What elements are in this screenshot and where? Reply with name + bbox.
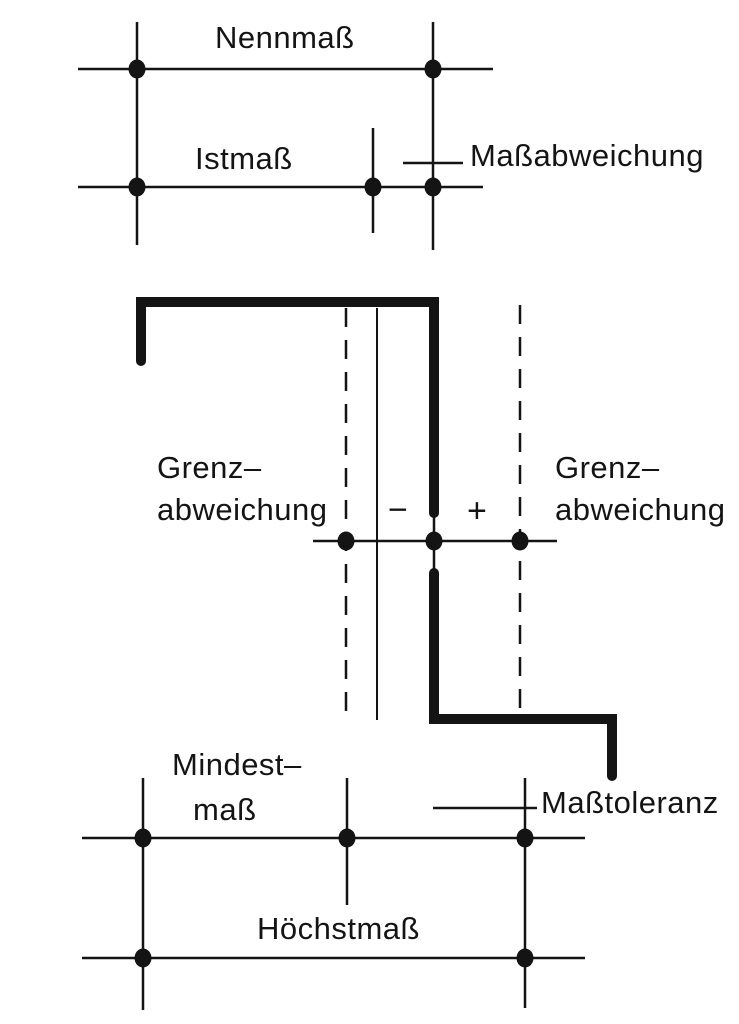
grenzabweichung-left-label-line2: abweichung (157, 492, 328, 527)
dot-mindestmass-right (516, 828, 534, 848)
dot-mindestmass-mid (338, 828, 356, 848)
dot-istmass-mid (364, 177, 382, 197)
istmass-label: Istmaß (195, 141, 293, 176)
mindestmass-label-line2: maß (193, 792, 257, 827)
grenzabweichung-right-label-line2: abweichung (555, 492, 726, 527)
dot-grenzabweichung-right (511, 531, 529, 551)
dot-grenzabweichung-left (337, 531, 355, 551)
profile-thick-upper (136, 297, 439, 518)
profile-thick-lower (429, 568, 617, 781)
nennmass-label: Nennmaß (215, 20, 355, 55)
mindestmass-label-line1: Mindest– (172, 747, 302, 782)
dot-hoechstmass-left (134, 948, 152, 968)
dot-istmass-right (424, 177, 442, 197)
plus-sign: + (467, 492, 487, 530)
masstoleranz-label: Maßtoleranz (541, 785, 719, 820)
minus-sign: − (388, 491, 408, 529)
dot-hoechstmass-right (516, 948, 534, 968)
dot-grenzabweichung-mid (425, 531, 443, 551)
dot-nennmass-left (128, 59, 146, 79)
grenzabweichung-left-label-line1: Grenz– (157, 450, 262, 485)
dot-mindestmass-left (134, 828, 152, 848)
dot-istmass-left (128, 177, 146, 197)
dot-nennmass-right (424, 59, 442, 79)
massabweichung-label: Maßabweichung (470, 138, 704, 173)
grenzabweichung-right-label-line1: Grenz– (555, 450, 660, 485)
hoechstmass-label: Höchstmaß (257, 911, 420, 946)
